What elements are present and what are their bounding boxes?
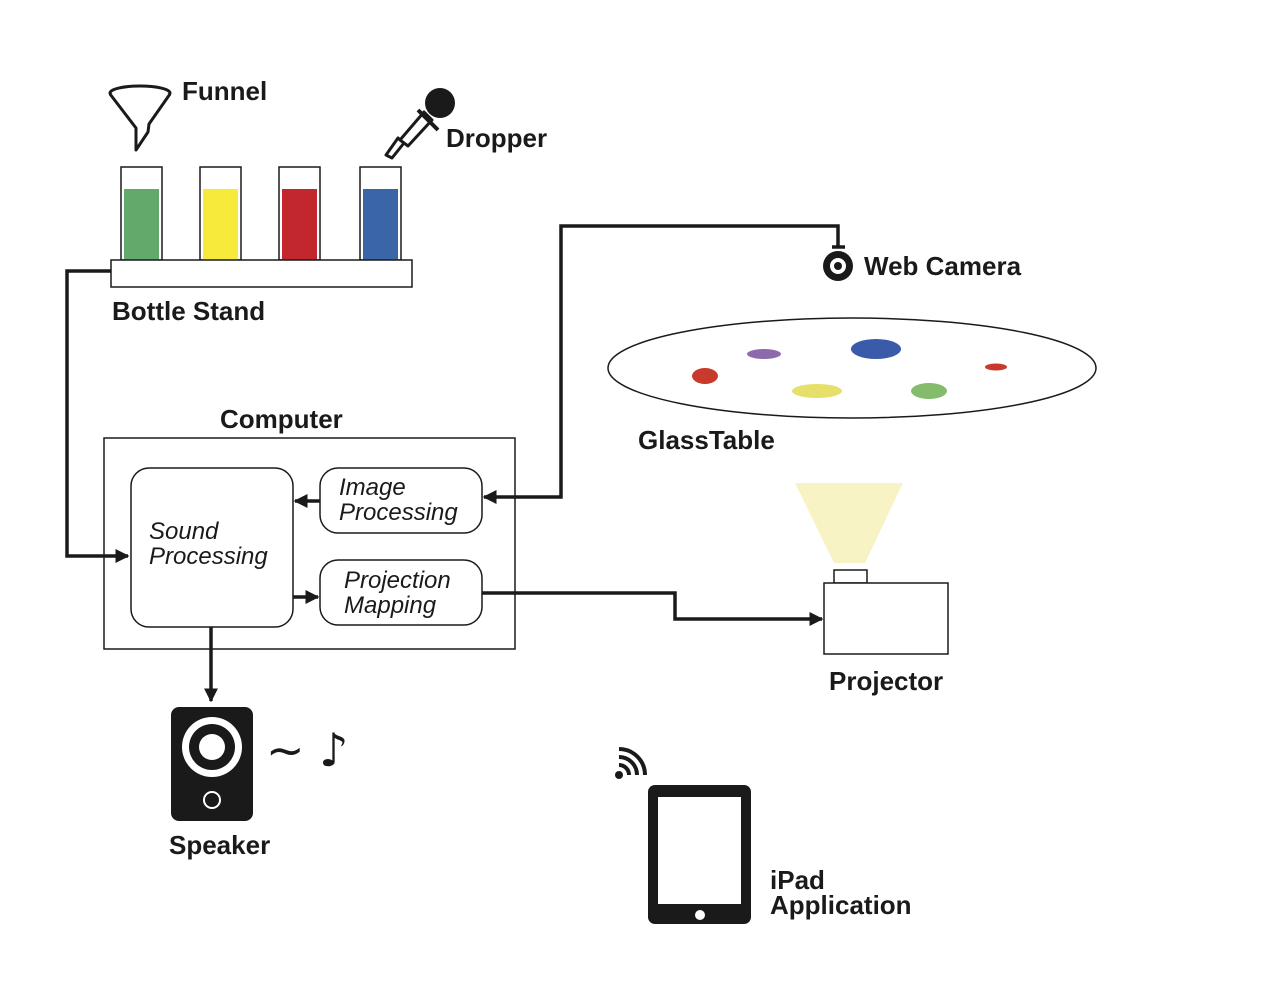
spot-blue — [851, 339, 901, 359]
image-processing-label: Image Processing — [339, 474, 458, 526]
funnel-label: Funnel — [182, 76, 267, 106]
wifi-icon — [615, 747, 647, 779]
projector-body — [823, 582, 949, 655]
computer-label: Computer — [220, 404, 343, 434]
sound-processing-label: Sound Processing — [149, 518, 268, 570]
image-processing-line-1: Image — [339, 474, 406, 501]
image-processing-line-2: Processing — [339, 499, 458, 526]
bottle-red-liquid — [282, 189, 317, 260]
projector-label: Projector — [829, 666, 943, 696]
spot-green — [911, 383, 947, 399]
projection-mapping-line-1: Projection — [344, 567, 451, 594]
funnel-icon — [108, 84, 172, 152]
stand-to-sound-connector — [65, 269, 130, 563]
projection-mapping-line-2: Mapping — [344, 592, 437, 619]
projection-mapping-label: Projection Mapping — [344, 567, 457, 619]
web-camera-label: Web Camera — [864, 251, 1022, 281]
web-camera-icon — [823, 251, 853, 281]
bottle-yellow — [199, 166, 242, 261]
projector-lens — [833, 569, 868, 584]
projection-to-projector-connector — [482, 591, 824, 626]
ipad-application-label: iPad Application — [770, 865, 912, 920]
bottle-yellow-liquid — [203, 189, 238, 260]
ipad-label-line-2: Application — [770, 890, 912, 920]
bottle-red — [278, 166, 321, 261]
bottle-blue-liquid — [363, 189, 398, 260]
ipad-icon — [648, 785, 751, 924]
bottle-green — [120, 166, 163, 261]
dropper-icon — [384, 88, 455, 160]
spot-purple — [747, 349, 781, 359]
bottle-stand-label: Bottle Stand — [112, 296, 265, 326]
speaker-icon — [171, 707, 253, 821]
bottle-blue — [359, 166, 402, 261]
sound-wave-note-icon: ~ ♪ — [266, 723, 349, 777]
speaker-label: Speaker — [169, 830, 270, 860]
bottle-green-liquid — [124, 189, 159, 260]
spot-red-small — [985, 363, 1007, 371]
glass-table-label: GlassTable — [638, 425, 775, 455]
sound-processing-line-2: Processing — [149, 543, 268, 570]
spot-yellow — [792, 384, 842, 398]
projector-beam — [795, 483, 903, 563]
glass-table — [607, 317, 1097, 419]
ipad-label-line-1: iPad — [770, 865, 825, 895]
spot-red — [692, 368, 718, 384]
bottle-stand — [110, 259, 413, 288]
camera-to-image-connector — [482, 224, 840, 504]
sound-processing-line-1: Sound — [149, 518, 219, 545]
dropper-label: Dropper — [446, 123, 547, 153]
